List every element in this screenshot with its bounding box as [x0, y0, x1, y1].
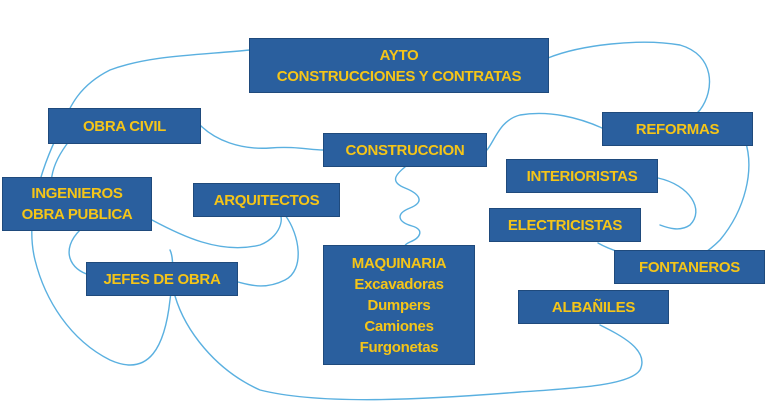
node-electricistas-label: ELECTRICISTAS: [507, 216, 623, 234]
node-fontaneros-label: FONTANEROS: [639, 258, 740, 276]
connector-obracivil-construccion: [199, 124, 324, 151]
node-ayto-line-1: AYTO: [379, 46, 419, 64]
node-jefes-obra-label: JEFES DE OBRA: [103, 270, 221, 288]
connector-reformas-fontaneros: [684, 139, 750, 263]
connector-ayto-reformas: [547, 41, 711, 119]
node-arquitectos[interactable]: ARQUITECTOS: [193, 183, 340, 217]
node-electricistas[interactable]: ELECTRICISTAS: [489, 208, 641, 242]
node-jefes-obra[interactable]: JEFES DE OBRA: [86, 262, 238, 296]
node-maquinaria-line-2: Excavadoras: [354, 275, 444, 293]
connector-ayto-left-loop: [31, 49, 251, 366]
connector-construccion-maquinaria: [394, 166, 421, 248]
connector-jefes-albaniles: [174, 295, 643, 401]
node-fontaneros[interactable]: FONTANEROS: [614, 250, 765, 284]
node-maquinaria-line-5: Furgonetas: [359, 338, 439, 356]
node-maquinaria-line-1: MAQUINARIA: [351, 254, 447, 272]
node-maquinaria-line-4: Camiones: [364, 317, 434, 335]
node-ingenieros-line-1: INGENIEROS: [31, 185, 123, 202]
node-ayto[interactable]: AYTO CONSTRUCCIONES Y CONTRATAS: [249, 38, 549, 93]
node-ayto-line-2: CONSTRUCCIONES Y CONTRATAS: [276, 67, 522, 85]
node-reformas-label: REFORMAS: [635, 120, 720, 138]
connector-ingenieros-arquitectos: [151, 211, 282, 249]
connector-arquitectos-jefes: [237, 214, 299, 287]
node-obra-civil-label: OBRA CIVIL: [82, 117, 167, 135]
connector-ingenieros-jefes: [68, 229, 91, 276]
node-obra-civil[interactable]: OBRA CIVIL: [48, 108, 201, 144]
node-maquinaria-line-3: Dumpers: [367, 296, 431, 314]
node-ingenieros-line-2: OBRA PUBLICA: [21, 206, 133, 223]
node-construccion-label: CONSTRUCCION: [345, 141, 465, 159]
node-construccion[interactable]: CONSTRUCCION: [323, 133, 487, 167]
node-ingenieros[interactable]: INGENIEROS OBRA PUBLICA: [2, 177, 152, 231]
node-reformas[interactable]: REFORMAS: [602, 112, 753, 146]
node-interioristas[interactable]: INTERIORISTAS: [506, 159, 658, 193]
node-interioristas-label: INTERIORISTAS: [526, 167, 638, 185]
node-maquinaria[interactable]: MAQUINARIA Excavadoras Dumpers Camiones …: [323, 245, 475, 365]
node-albaniles-label: ALBAÑILES: [551, 298, 636, 316]
connector-interioristas-electricistas: [657, 177, 697, 230]
connector-construccion-reformas: [486, 112, 603, 151]
node-arquitectos-label: ARQUITECTOS: [213, 191, 320, 209]
node-albaniles[interactable]: ALBAÑILES: [518, 290, 669, 324]
